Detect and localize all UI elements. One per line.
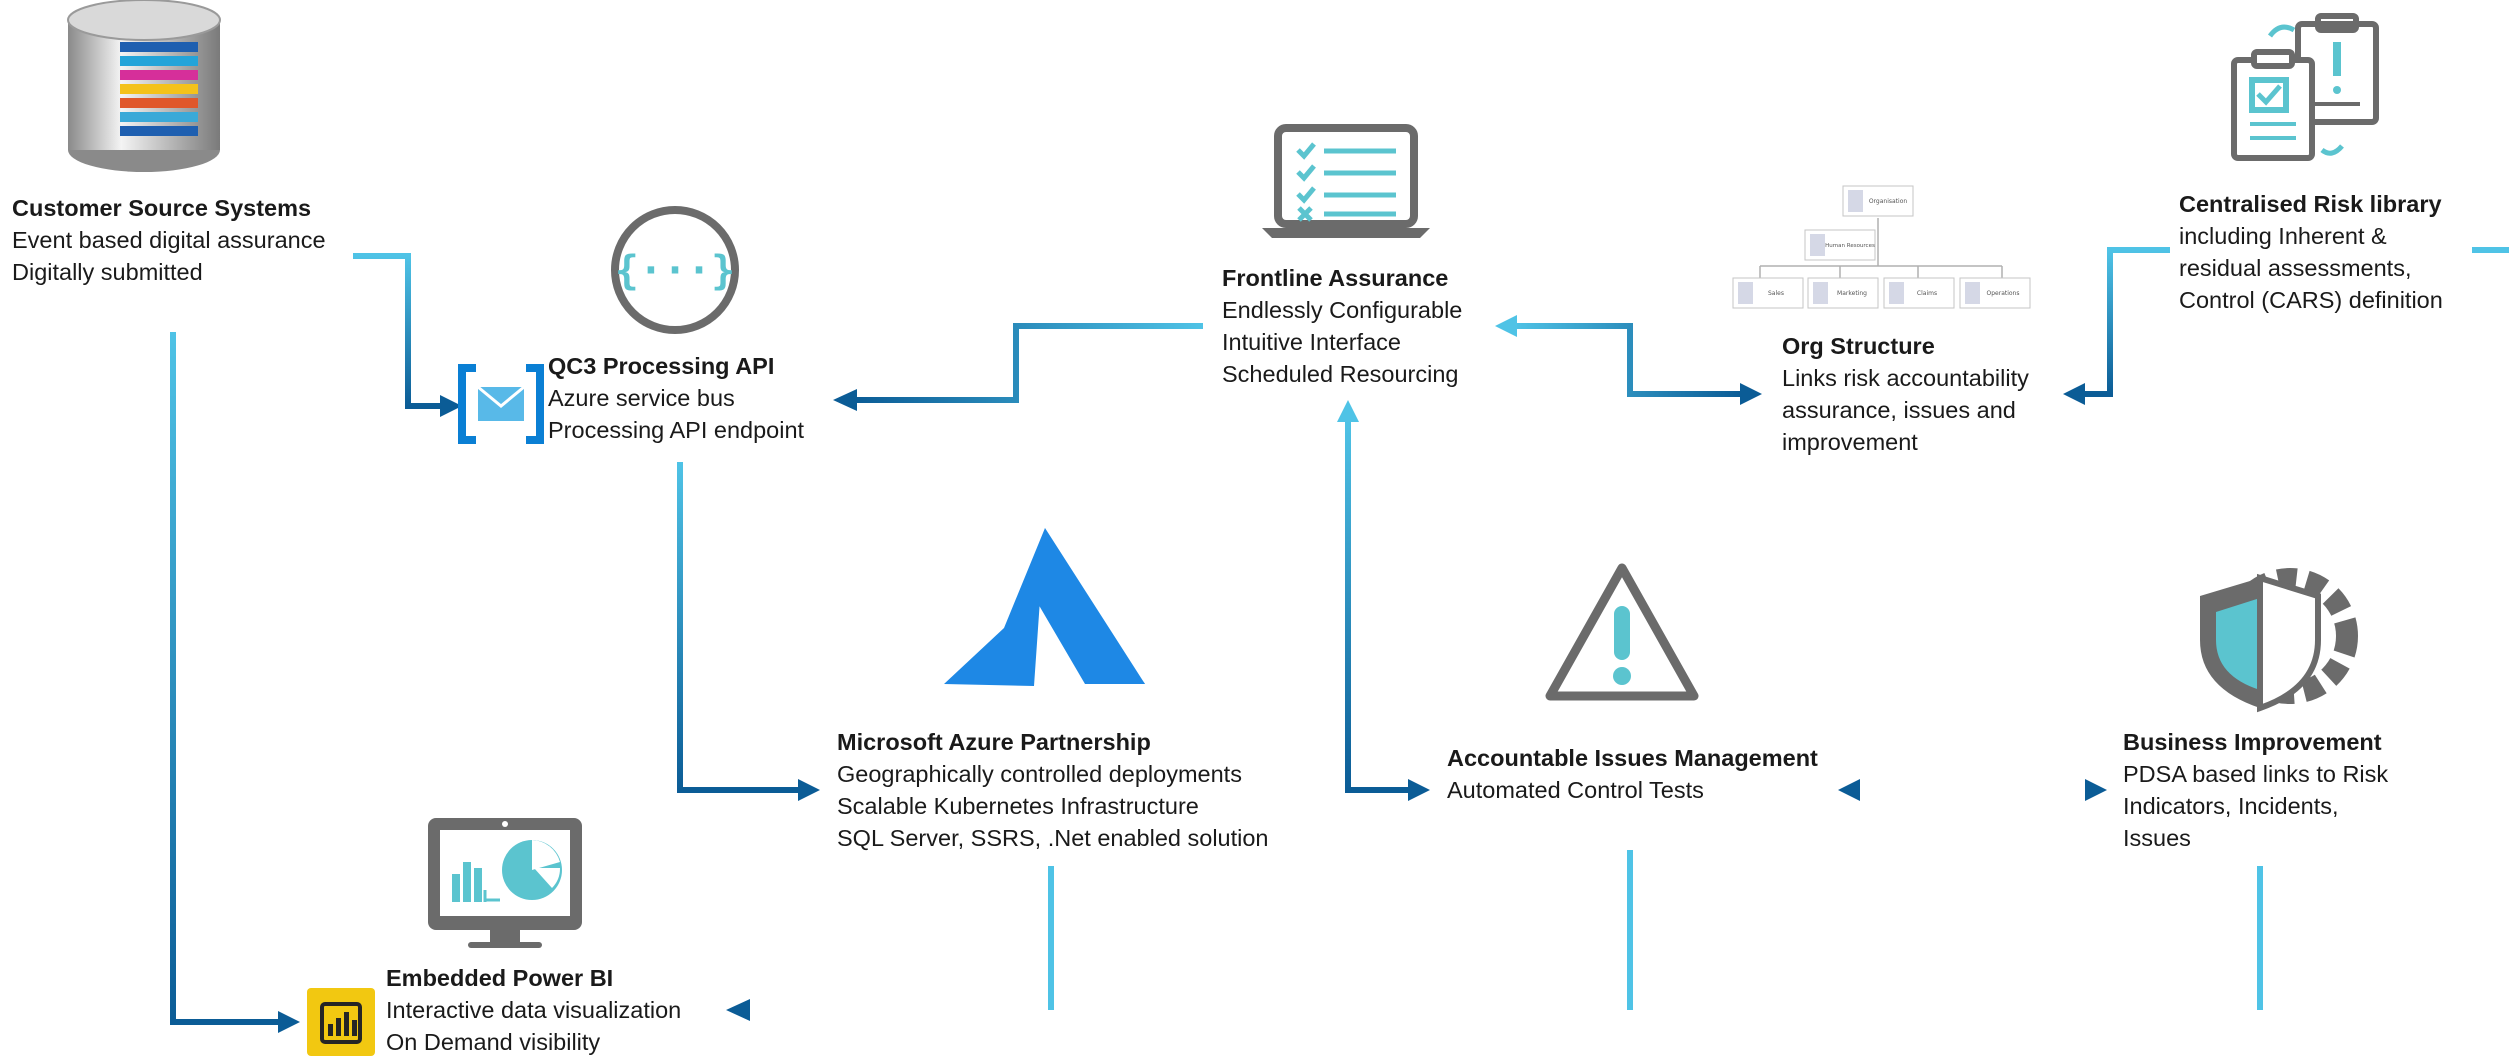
frontline-node: Frontline Assurance Endlessly Configurab… [1222,262,1462,390]
node-line: Control (CARS) definition [2179,287,2443,313]
warning-icon [1545,563,1699,701]
node-title: Embedded Power BI [386,965,614,991]
node-line: Indicators, Incidents, [2123,793,2339,819]
clipboard-icon [2231,13,2379,161]
node-line: Issues [2123,825,2191,851]
monitor-chart-icon [428,818,582,948]
connectors [170,247,2509,1033]
customer-source-node: Customer Source Systems Event based digi… [12,192,326,288]
arrowhead [1838,779,1860,801]
node-line: Scalable Kubernetes Infrastructure [837,793,1199,819]
node-line: Digitally submitted [12,259,203,285]
org-leaf-label: Claims [1917,290,1937,297]
node-line: including Inherent & [2179,223,2387,249]
node-line: Scheduled Resourcing [1222,361,1459,387]
connector-frontline-to-qc3 [855,323,1203,403]
arrowhead [833,389,857,411]
node-line: Endlessly Configurable [1222,297,1463,323]
org-leaf-label: Sales [1768,290,1784,297]
arrowhead [278,1011,300,1033]
node-line: improvement [1782,429,1918,455]
arrowhead [440,395,462,417]
service-bus-icon [458,364,544,444]
arrowhead [726,999,750,1021]
shield-gear-icon [2200,568,2358,713]
org-leaf-label: Marketing [1837,290,1867,297]
risk-library-node: Centralised Risk library including Inher… [2179,188,2443,316]
node-line: Automated Control Tests [1447,777,1704,803]
node-line: Geographically controlled deployments [837,761,1242,787]
node-line: Links risk accountability [1782,365,2029,391]
connector-frontline-org [1513,323,1740,397]
arrowhead [1495,315,1517,337]
arrowhead [1337,400,1359,422]
node-title: Centralised Risk library [2179,191,2442,217]
connector-customer-to-qc3 [353,253,448,409]
node-line: Intuitive Interface [1222,329,1401,355]
arrowhead [2085,779,2107,801]
node-line: Processing API endpoint [548,417,805,443]
node-title: QC3 Processing API [548,353,775,379]
arrowhead [798,779,820,801]
connector-qc3-to-azure [677,462,800,793]
node-title: Org Structure [1782,333,1935,359]
node-line: PDSA based links to Risk [2123,761,2389,787]
org-mid-label: Human Resources [1825,243,1875,249]
org-root-label: Organisation [1869,198,1908,205]
arrowhead [1740,383,1762,405]
node-line: assurance, issues and [1782,397,2016,423]
org-leaf-label: Operations [1987,290,2020,297]
node-line: On Demand visibility [386,1029,601,1055]
database-icon [67,0,221,172]
qc3-api-node: QC3 Processing API Azure service bus Pro… [548,350,804,446]
svg-text:{···}: {···} [615,248,735,294]
power-bi-icon [307,988,375,1056]
node-title: Customer Source Systems [12,195,312,221]
node-line: Azure service bus [548,385,735,411]
node-title: Microsoft Azure Partnership [837,729,1151,755]
node-line: residual assessments, [2179,255,2412,281]
power-bi-node: Embedded Power BI Interactive data visua… [386,962,681,1058]
org-structure-node: Org Structure Links risk accountability … [1782,330,2029,458]
api-icon: {···} [611,206,739,334]
node-line: SQL Server, SSRS, .Net enabled solution [837,825,1269,851]
business-improvement-node: Business Improvement PDSA based links to… [2123,726,2388,854]
node-line: Event based digital assurance [12,227,326,253]
azure-node: Microsoft Azure Partnership Geographical… [837,726,1269,854]
node-title: Business Improvement [2123,729,2382,755]
node-line: Interactive data visualization [386,997,682,1023]
org-chart-icon: Organisation Human Resources Sales Marke… [1732,185,2031,309]
arrowhead [2063,383,2085,405]
connector-customer-to-powerbi [170,332,280,1025]
azure-logo-icon [944,528,1145,686]
issues-node: Accountable Issues Management Automated … [1447,742,1818,806]
connector-risk-to-org [2085,247,2170,397]
arrowhead [1408,779,1430,801]
laptop-checklist-icon [1262,124,1430,238]
node-title: Frontline Assurance [1222,265,1449,291]
node-title: Accountable Issues Management [1447,745,1818,771]
connector-frontline-issues [1345,420,1410,793]
